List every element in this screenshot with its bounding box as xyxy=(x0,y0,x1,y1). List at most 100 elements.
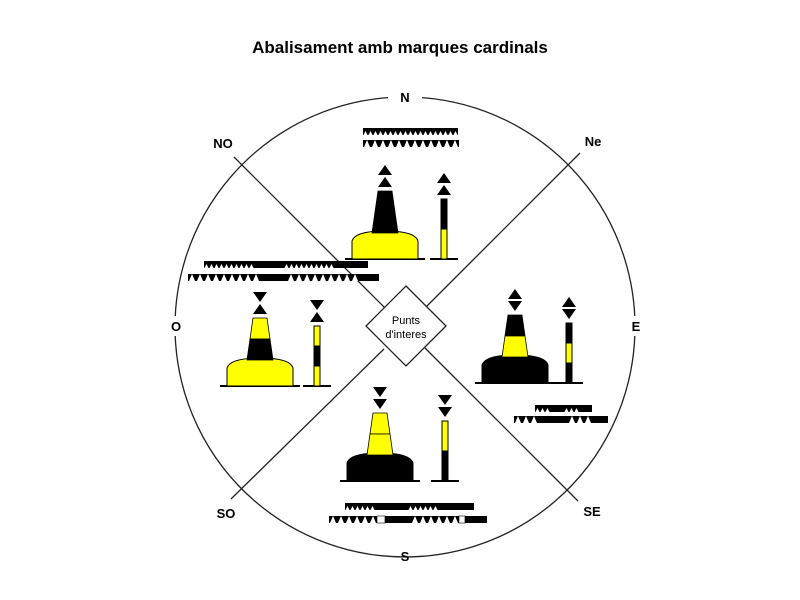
north-light-flash xyxy=(404,140,410,147)
west-beacon-topmark-icon xyxy=(310,312,324,322)
label-ne: Ne xyxy=(585,134,602,149)
label-n: N xyxy=(400,90,409,105)
west-light-flash xyxy=(189,274,195,281)
east-light-flash xyxy=(523,416,529,423)
west-beacon-band xyxy=(313,345,321,367)
north-light-flash xyxy=(428,131,433,135)
west-light-flash xyxy=(213,274,219,281)
south-light-flash xyxy=(370,506,375,510)
west-light-flash xyxy=(336,274,342,281)
north-light-flash xyxy=(423,131,428,135)
west-light-flash xyxy=(304,274,310,281)
south-buoy-band xyxy=(369,412,391,435)
east-light-eclipse xyxy=(538,416,568,423)
north-light-flash xyxy=(453,131,458,135)
west-light-flash xyxy=(309,264,314,268)
south-light-flash xyxy=(433,506,438,510)
west-buoy-band xyxy=(249,317,271,340)
center-label-line2: d'interes xyxy=(385,329,427,341)
south-light-flash xyxy=(338,516,344,523)
south-light-flash xyxy=(365,506,370,510)
north-buoy-topmark-icon xyxy=(378,165,392,175)
north-light-flash xyxy=(388,140,394,147)
east-beacon-band xyxy=(565,322,573,344)
west-beacon-topmark-icon xyxy=(310,300,324,310)
west-light-flash xyxy=(328,274,334,281)
north-light-flash xyxy=(380,140,386,147)
west-light-flash xyxy=(229,264,234,268)
east-buoy-hull xyxy=(481,354,549,384)
south-light-eclipse xyxy=(385,516,411,523)
north-buoy-band xyxy=(371,211,399,234)
west-light-eclipse xyxy=(254,261,284,268)
west-light-flash xyxy=(205,274,211,281)
south-light-flash xyxy=(423,506,428,510)
north-light-flash xyxy=(372,140,378,147)
south-light-flash xyxy=(360,506,365,510)
south-light-flash xyxy=(346,516,352,523)
south-light-flash xyxy=(428,506,433,510)
north-light-flash xyxy=(378,131,383,135)
south-light-flash xyxy=(436,516,442,523)
west-light-flash xyxy=(244,264,249,268)
east-light-flash xyxy=(515,416,521,423)
north-light-flash xyxy=(448,131,453,135)
south-buoy-topmark-icon xyxy=(373,387,387,397)
center-diamond xyxy=(365,285,447,367)
east-light-flash xyxy=(585,416,591,423)
north-light-flash xyxy=(393,131,398,135)
north-light-flash xyxy=(396,140,402,147)
south-light-eclipse xyxy=(465,516,487,523)
label-o: O xyxy=(171,319,181,334)
south-buoy-hull xyxy=(346,452,414,482)
north-light-flash xyxy=(388,131,393,135)
east-light-eclipse xyxy=(592,416,608,423)
north-light-flash xyxy=(413,131,418,135)
west-buoy-hull xyxy=(226,357,294,387)
west-light-flash xyxy=(299,264,304,268)
west-light-flash xyxy=(294,264,299,268)
north-beacon-topmark-icon xyxy=(437,185,451,195)
south-buoy-band xyxy=(366,433,394,456)
south-buoy-topmark-icon xyxy=(373,399,387,409)
east-light-flash xyxy=(569,408,574,412)
north-light-flash xyxy=(418,131,423,135)
west-light-flash xyxy=(352,274,358,281)
west-light-eclipse xyxy=(359,274,379,281)
south-light-eclipse xyxy=(438,503,474,510)
west-light-eclipse xyxy=(334,261,368,268)
west-light-flash xyxy=(224,264,229,268)
east-buoy-topmark-icon xyxy=(508,289,522,299)
west-light-flash xyxy=(314,264,319,268)
west-light-flash xyxy=(296,274,302,281)
north-light-flash xyxy=(438,131,443,135)
label-no: NO xyxy=(213,136,233,151)
west-light-eclipse xyxy=(260,274,287,281)
east-light-flash xyxy=(574,408,579,412)
center-label-line1: Punts xyxy=(392,315,421,327)
west-beacon-band xyxy=(313,365,321,387)
west-light-flash xyxy=(239,264,244,268)
north-beacon-topmark-icon xyxy=(437,173,451,183)
east-light-flash xyxy=(531,416,537,423)
east-beacon-band xyxy=(565,362,573,384)
west-light-flash xyxy=(204,264,209,268)
west-light-flash xyxy=(245,274,251,281)
north-light-flash xyxy=(363,131,368,135)
west-light-flash xyxy=(214,264,219,268)
north-buoy-hull xyxy=(351,230,419,260)
diagonal-ne-so xyxy=(230,348,385,500)
north-light-flash xyxy=(398,131,403,135)
north-beacon-band xyxy=(440,228,448,260)
south-light-flash xyxy=(354,516,360,523)
west-light-flash xyxy=(324,264,329,268)
east-beacon-topmark-icon xyxy=(562,297,576,307)
west-light-flash xyxy=(319,264,324,268)
north-beacon-band xyxy=(440,198,448,230)
label-s: S xyxy=(401,549,410,564)
west-light-flash xyxy=(304,264,309,268)
north-light-flash xyxy=(420,140,426,147)
east-buoy-band xyxy=(504,314,526,337)
north-light-flash xyxy=(452,140,458,147)
south-light-eclipse xyxy=(375,503,408,510)
